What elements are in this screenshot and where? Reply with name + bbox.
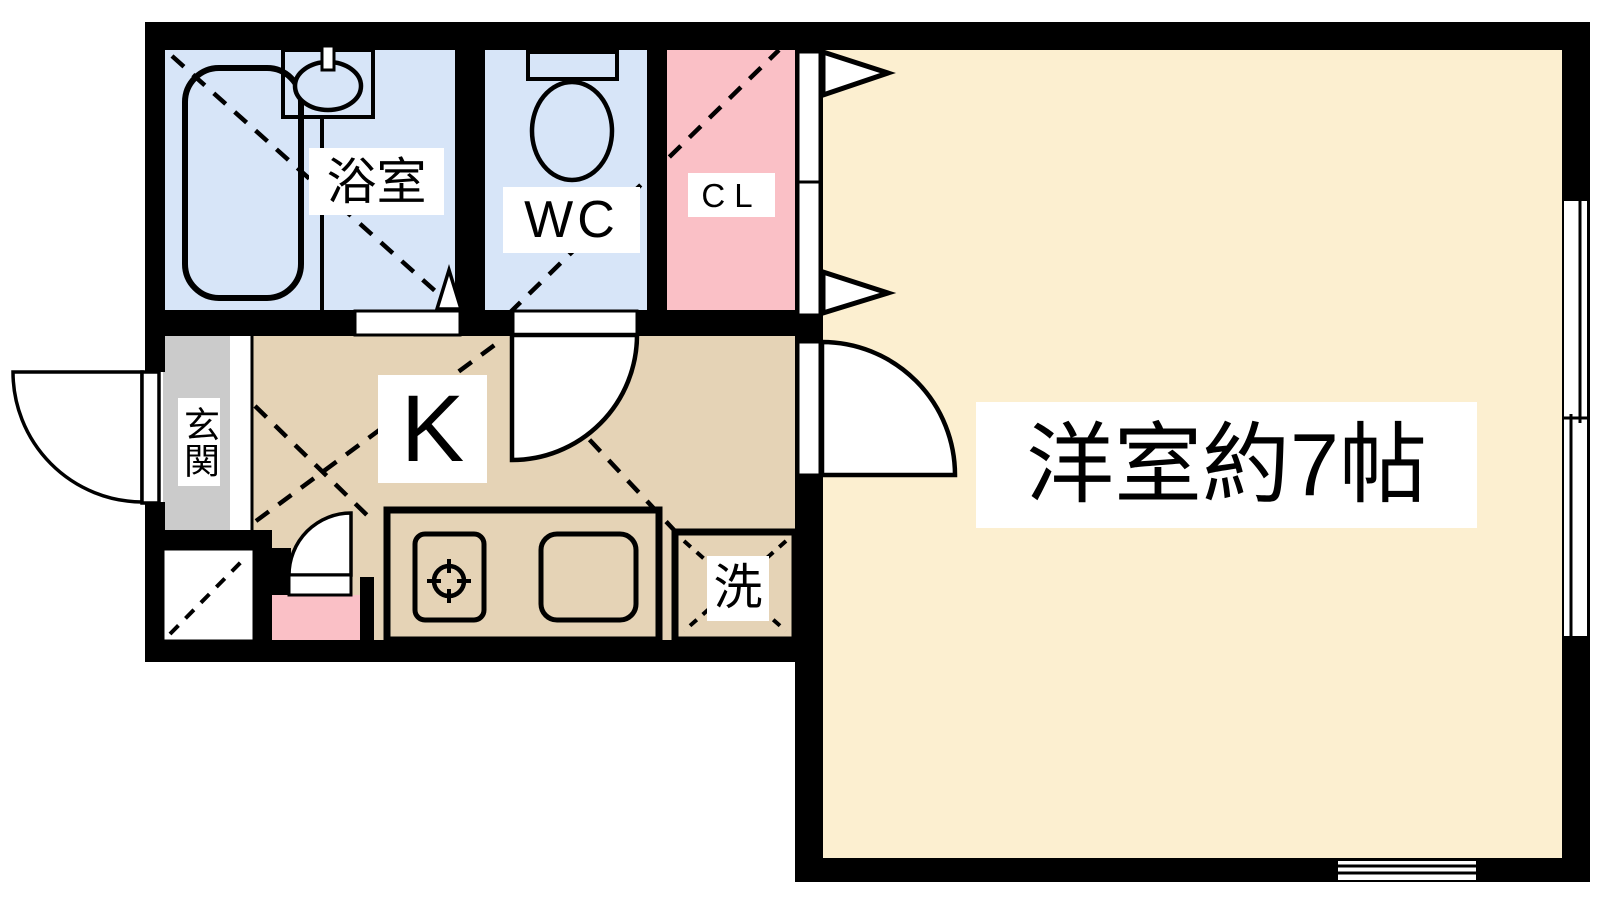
toilet-bowl-icon — [529, 79, 615, 183]
room-door-leaf — [796, 340, 822, 477]
genkan-label: 玄関 — [178, 398, 220, 486]
genkan-step — [230, 336, 252, 530]
wc-label: WC — [503, 187, 640, 253]
closet-door-arrow-top — [820, 48, 896, 99]
storage-door-leaf — [287, 573, 353, 597]
wall-top — [145, 22, 1590, 50]
kitchen-label: K — [378, 375, 487, 483]
laundry-label: 洗 — [707, 556, 769, 621]
washing-machine-space — [671, 528, 799, 644]
closet-label: CL — [688, 173, 775, 217]
wc-door-swing — [509, 332, 640, 463]
stove-icon — [412, 531, 487, 623]
faucet-icon — [320, 44, 336, 72]
window-bottom — [1336, 859, 1478, 882]
western-room-label: 洋室約7帖 — [976, 402, 1477, 528]
wall-mid-horizontal — [145, 310, 823, 336]
wall-storage-right — [360, 577, 374, 640]
wc-door-leaf — [511, 309, 639, 337]
bathtub-icon — [182, 65, 304, 301]
wall-porch-right — [253, 530, 272, 662]
windows — [1336, 199, 1589, 882]
entrance-door-leaf — [140, 370, 161, 505]
bathroom-dashed-line — [170, 54, 454, 308]
room-door-swing — [819, 339, 958, 478]
bathroom-door-indicator — [434, 264, 464, 311]
kitchen-sink-icon — [538, 531, 639, 623]
entrance-door-swing — [11, 370, 144, 504]
toilet-tank-icon — [526, 50, 619, 81]
wall-bottom-left-block — [145, 640, 823, 662]
doors — [11, 48, 958, 597]
wall-storage-left — [272, 548, 291, 595]
wall-bath-wc-divider — [455, 22, 485, 336]
wall-under-genkan — [145, 530, 272, 548]
closet-door-arrow-bottom — [820, 268, 897, 317]
bathroom-door-leaf — [353, 309, 462, 337]
porch-dashed-line — [168, 554, 249, 636]
bathroom-label: 浴室 — [309, 148, 444, 215]
wall-wc-closet-divider — [647, 22, 667, 336]
small-storage-floor — [272, 595, 360, 640]
wall-left-upper — [145, 22, 165, 372]
